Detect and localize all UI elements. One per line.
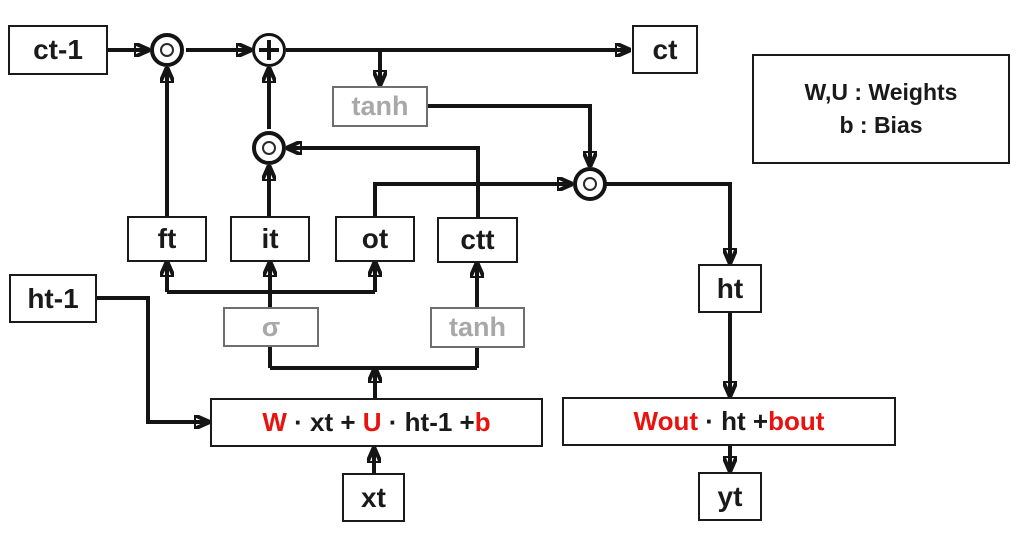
node-xt: xt xyxy=(342,473,405,522)
formula-w: W xyxy=(262,407,287,437)
formula-wout: Wout xyxy=(633,406,699,436)
formula-ht-prev: ht-1 xyxy=(404,407,453,437)
edge-mul3-to-ht xyxy=(606,182,730,261)
formula-bout: bout xyxy=(768,406,825,436)
node-it: it xyxy=(230,216,310,262)
formula-out-plus: + xyxy=(745,406,769,436)
legend-weights: W,U : Weights xyxy=(804,78,958,105)
formula-xt: xt xyxy=(310,407,334,437)
formula-out-ht: ht xyxy=(721,406,746,436)
node-ot: ot xyxy=(335,216,415,262)
legend-box: W,U : Weights b : Bias xyxy=(752,54,1010,164)
multiply-op-input xyxy=(252,131,286,165)
formula-dot1: · xyxy=(286,407,310,437)
formula-dot2: · xyxy=(381,407,405,437)
node-ct: ct xyxy=(632,25,698,74)
node-tanh-top: tanh xyxy=(332,86,428,127)
gate-formula-box: W · xt + U · ht-1 +b xyxy=(210,398,543,447)
node-yt: yt xyxy=(698,472,762,521)
legend-bias: b : Bias xyxy=(839,112,923,138)
elementwise-multiply-icon xyxy=(583,177,597,191)
elementwise-multiply-icon xyxy=(160,43,174,57)
node-ft: ft xyxy=(127,216,207,262)
node-ht-prev: ht-1 xyxy=(9,274,97,323)
edge-htprev-to-gatebox xyxy=(97,296,207,422)
formula-u: U xyxy=(362,407,382,437)
multiply-op-forget xyxy=(150,33,184,67)
add-op xyxy=(252,33,286,67)
edge-ctt-to-mul2 xyxy=(289,148,480,217)
formula-plus1: + xyxy=(333,407,363,437)
node-tanh-low: tanh xyxy=(430,307,525,348)
edge-tanh-top-to-mul3 xyxy=(428,104,590,164)
node-ctt: ctt xyxy=(437,217,518,263)
formula-plus2: + xyxy=(452,407,475,437)
edge-ot-to-mul3 xyxy=(373,184,570,216)
node-ht: ht xyxy=(698,264,762,313)
multiply-op-output xyxy=(573,167,607,201)
formula-b: b xyxy=(474,407,491,437)
output-formula-box: Wout · ht +bout xyxy=(562,397,896,446)
node-ct-prev: ct-1 xyxy=(8,25,108,75)
elementwise-multiply-icon xyxy=(262,141,276,155)
node-sigma: σ xyxy=(223,307,319,347)
formula-out-dot: · xyxy=(698,406,722,436)
plus-icon xyxy=(255,36,283,64)
